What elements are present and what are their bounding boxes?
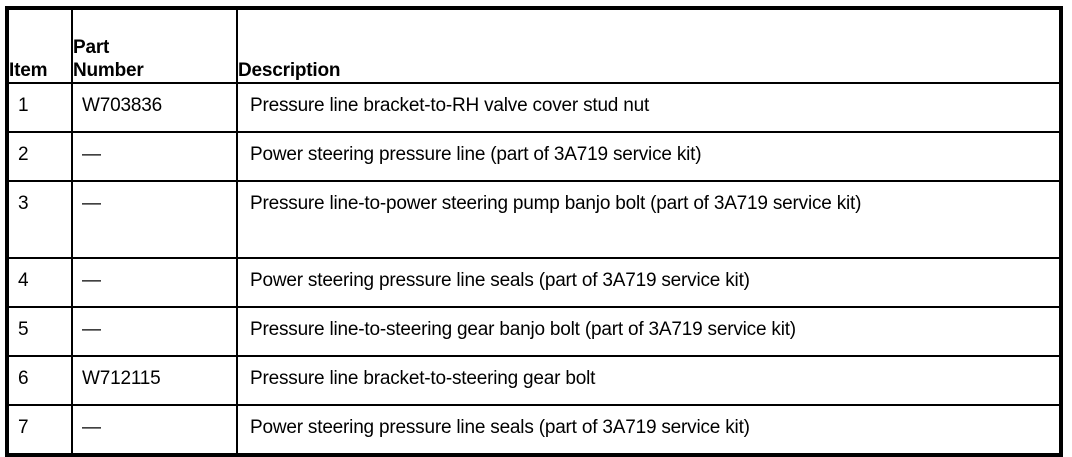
cell-description-value: Pressure line bracket-to-RH valve cover …	[250, 95, 650, 116]
table-row: 3 — Pressure line-to-power steering pump…	[7, 181, 1061, 259]
cell-item-value: 7	[18, 417, 29, 438]
table-header: Item Part Number Description	[7, 8, 1061, 84]
cell-description-value: Power steering pressure line seals (part…	[250, 417, 750, 438]
cell-description: Pressure line bracket-to-steering gear b…	[237, 356, 1061, 406]
cell-item-value: 2	[18, 144, 29, 165]
cell-description: Power steering pressure line seals (part…	[237, 258, 1061, 308]
column-header-description: Description	[237, 8, 1061, 84]
cell-description-value: Pressure line-to-steering gear banjo bol…	[250, 319, 796, 340]
cell-item: 5	[7, 307, 73, 357]
cell-part-number-value: W703836	[82, 95, 162, 116]
cell-item: 2	[7, 132, 73, 182]
cell-description-value: Pressure line bracket-to-steering gear b…	[250, 368, 596, 389]
column-header-part-number-line2: Number	[73, 60, 144, 81]
cell-item: 4	[7, 258, 73, 308]
cell-part-number: —	[72, 258, 238, 308]
cell-description-value: Power steering pressure line seals (part…	[250, 270, 750, 291]
table-row: 2 — Power steering pressure line (part o…	[7, 132, 1061, 182]
cell-description: Power steering pressure line (part of 3A…	[237, 132, 1061, 182]
table-row: 5 — Pressure line-to-steering gear banjo…	[7, 307, 1061, 357]
cell-item-value: 5	[18, 319, 29, 340]
cell-description: Pressure line-to-power steering pump ban…	[237, 181, 1061, 259]
cell-part-number: —	[72, 181, 238, 259]
table-row: 1 W703836 Pressure line bracket-to-RH va…	[7, 83, 1061, 133]
cell-item: 7	[7, 405, 73, 455]
cell-part-number: —	[72, 307, 238, 357]
cell-part-number-value: —	[82, 144, 101, 165]
column-header-item-label: Item	[9, 60, 48, 81]
cell-item-value: 3	[18, 193, 29, 214]
column-header-item: Item	[7, 8, 73, 84]
column-header-part-number: Part Number	[72, 8, 238, 84]
cell-description: Pressure line-to-steering gear banjo bol…	[237, 307, 1061, 357]
cell-part-number: —	[72, 405, 238, 455]
cell-item-value: 4	[18, 270, 29, 291]
cell-part-number-value: —	[82, 417, 101, 438]
cell-part-number-value: —	[82, 193, 101, 214]
cell-part-number: W712115	[72, 356, 238, 406]
cell-description: Pressure line bracket-to-RH valve cover …	[237, 83, 1061, 133]
table-body: 1 W703836 Pressure line bracket-to-RH va…	[7, 83, 1061, 455]
parts-table: Item Part Number Description 1	[5, 6, 1063, 457]
cell-part-number: W703836	[72, 83, 238, 133]
table-row: 4 — Power steering pressure line seals (…	[7, 258, 1061, 308]
column-header-part-number-line1: Part	[73, 37, 110, 58]
cell-item: 1	[7, 83, 73, 133]
cell-item-value: 1	[18, 95, 29, 116]
table-row: 7 — Power steering pressure line seals (…	[7, 405, 1061, 455]
cell-item-value: 6	[18, 368, 29, 389]
cell-description: Power steering pressure line seals (part…	[237, 405, 1061, 455]
cell-part-number-value: —	[82, 270, 101, 291]
table-header-row: Item Part Number Description	[7, 8, 1061, 84]
cell-description-value: Power steering pressure line (part of 3A…	[250, 144, 702, 165]
cell-part-number-value: W712115	[82, 368, 161, 389]
table-row: 6 W712115 Pressure line bracket-to-steer…	[7, 356, 1061, 406]
column-header-description-label: Description	[238, 60, 341, 81]
cell-description-value: Pressure line-to-power steering pump ban…	[250, 193, 862, 214]
cell-part-number-value: —	[82, 319, 101, 340]
cell-part-number: —	[72, 132, 238, 182]
cell-item: 3	[7, 181, 73, 259]
cell-item: 6	[7, 356, 73, 406]
